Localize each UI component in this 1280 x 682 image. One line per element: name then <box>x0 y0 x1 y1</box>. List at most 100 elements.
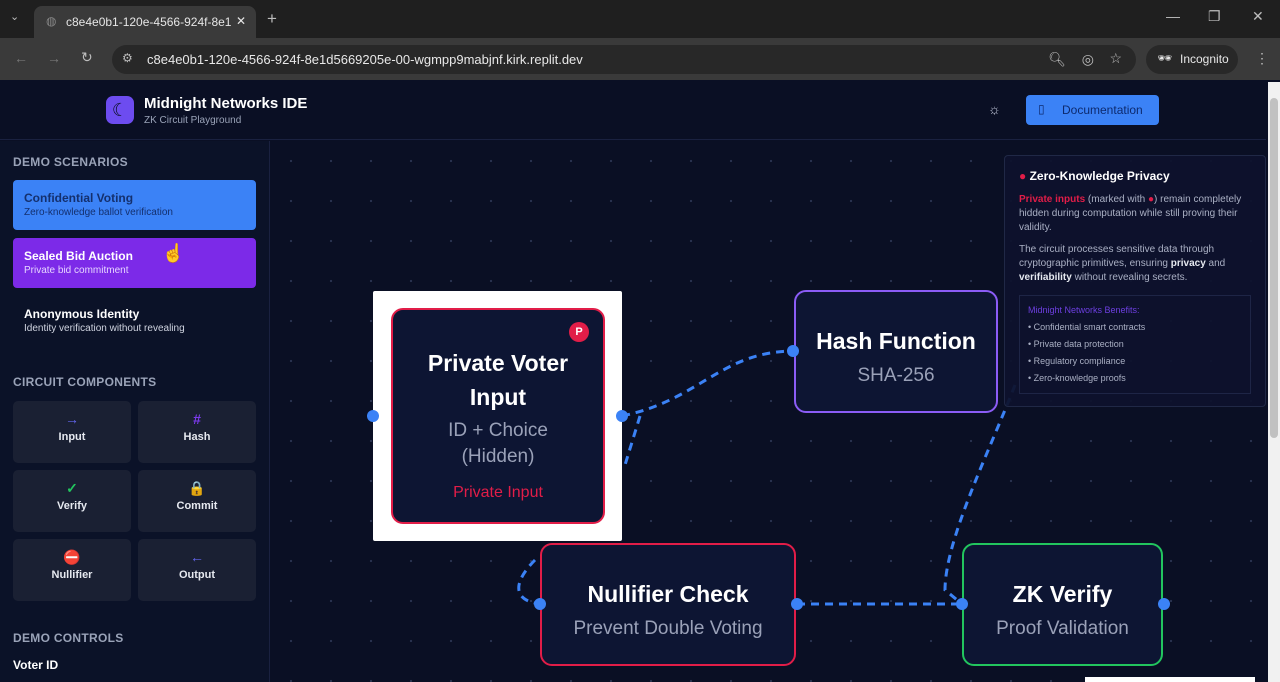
eye-off-icon[interactable]: ◎ <box>1081 51 1094 67</box>
scenario-title: Confidential Voting <box>24 191 134 205</box>
component-hash[interactable]: # Hash <box>138 401 256 463</box>
benefits-box: Midnight Networks Benefits: • Confidenti… <box>1019 294 1251 394</box>
scenario-desc: Zero-knowledge ballot verification <box>24 207 173 218</box>
benefit-item: • Confidential smart contracts <box>1028 321 1146 332</box>
page-scrollbar[interactable] <box>1268 82 1280 682</box>
info-text: ) remain completely hidden during comput… <box>1019 193 1242 233</box>
node-nullifier-check[interactable]: Nullifier Check Prevent Double Voting <box>540 543 796 666</box>
info-text: (marked with <box>1087 193 1146 205</box>
component-label: Verify <box>57 500 87 512</box>
incognito-icon: 🕶︎ <box>1157 51 1173 65</box>
node-subtitle: Prevent Double Voting <box>573 618 763 639</box>
bookmark-star-icon[interactable]: ☆ <box>1109 50 1122 66</box>
scenarios-heading: DEMO SCENARIOS <box>13 155 128 169</box>
info-title: Zero-Knowledge Privacy <box>1029 169 1170 183</box>
connection-input-hash <box>621 349 794 418</box>
components-heading: CIRCUIT COMPONENTS <box>13 375 157 389</box>
documentation-label: Documentation <box>1062 103 1143 117</box>
hash-icon: # <box>193 411 201 427</box>
benefit-item: • Private data protection <box>1028 338 1124 349</box>
private-dot-icon: ● <box>1147 193 1154 205</box>
zoom-icon[interactable]: 🔍︎ <box>1048 51 1066 67</box>
back-icon[interactable]: ← <box>14 50 28 66</box>
browser-tab[interactable]: ◍ c8e4e0b1-120e-4566-924f-8e1✕ <box>34 6 256 38</box>
check-icon: ✓ <box>66 480 78 496</box>
benefit-item: • Regulatory compliance <box>1028 355 1126 366</box>
url-text: c8e4e0b1-120e-4566-924f-8e1d5669205e-00-… <box>147 52 583 67</box>
browser-tab-bar: ⌄ ◍c8e4e0b1-120e-4566-924f-8e1✕ + — ❐ ✕ <box>0 0 1280 38</box>
node-title: Private Voter Input <box>427 350 569 410</box>
theme-toggle-sun-icon[interactable]: ☼ <box>988 101 1001 117</box>
close-window-icon[interactable]: ✕ <box>1252 8 1264 24</box>
zk-privacy-info-panel: ● Zero-Knowledge Privacy Private inputs … <box>1004 155 1266 407</box>
scenario-desc: Private bid commitment <box>24 265 129 276</box>
documentation-button[interactable]: ▯Documentation <box>1026 95 1159 125</box>
port-hash-left[interactable] <box>787 345 799 357</box>
globe-icon: ◍ <box>46 14 57 28</box>
app-subtitle: ZK Circuit Playground <box>144 115 242 126</box>
component-verify[interactable]: ✓ Verify <box>13 470 131 532</box>
node-subtitle: SHA-256 <box>857 365 935 386</box>
hand-cursor-icon: ☝ <box>162 243 185 263</box>
benefit-item: • Zero-knowledge proofs <box>1028 372 1126 383</box>
component-label: Commit <box>176 500 218 512</box>
tab-title: c8e4e0b1-120e-4566-924f-8e1 <box>66 15 232 29</box>
private-input-tag: Private Input <box>453 484 543 501</box>
component-commit[interactable]: 🔒 Commit <box>138 470 256 532</box>
port-input-left[interactable] <box>367 410 379 422</box>
info-text: The circuit processes sensitive data thr… <box>1019 243 1215 269</box>
component-label: Hash <box>183 431 211 443</box>
close-tab-icon[interactable]: ✕ <box>235 14 246 28</box>
info-text: and <box>1208 257 1226 269</box>
incognito-label: Incognito <box>1180 52 1229 66</box>
connection-hash-zk <box>943 384 1017 606</box>
controls-heading: DEMO CONTROLS <box>13 631 124 645</box>
scenario-title: Sealed Bid Auction <box>24 249 133 263</box>
tab-list-icon[interactable]: ⌄ <box>10 11 20 23</box>
reload-icon[interactable]: ↻ <box>81 49 93 65</box>
arrow-right-icon: → <box>65 411 79 427</box>
port-nullifier-left[interactable] <box>534 598 546 610</box>
port-zk-left[interactable] <box>956 598 968 610</box>
port-nullifier-right[interactable] <box>791 598 803 610</box>
port-zk-right[interactable] <box>1158 598 1170 610</box>
site-settings-icon[interactable]: ⚙ <box>122 51 133 65</box>
component-label: Output <box>178 569 216 581</box>
private-badge: P <box>569 322 589 342</box>
menu-icon[interactable]: ⋮ <box>1255 50 1269 66</box>
node-private-voter-input[interactable]: P Private Voter Input ID + Choice (Hidde… <box>391 308 605 524</box>
component-label: Input <box>58 431 86 443</box>
red-dot-icon: ● <box>1019 169 1027 183</box>
node-title: Hash Function <box>816 328 976 354</box>
info-emphasis: Private inputs <box>1019 193 1086 205</box>
node-subtitle: ID + Choice (Hidden) <box>448 420 548 467</box>
lock-icon: 🔒 <box>188 480 206 496</box>
url-field[interactable]: ⚙ c8e4e0b1-120e-4566-924f-8e1d5669205e-00… <box>112 45 1136 74</box>
node-hash-function[interactable]: Hash Function SHA-256 <box>794 290 998 413</box>
component-nullifier[interactable]: ⛔Nullifier <box>13 539 131 601</box>
port-input-right[interactable] <box>616 410 628 422</box>
node-zk-verify[interactable]: ZK Verify Proof Validation <box>962 543 1163 666</box>
new-tab-icon[interactable]: + <box>267 9 277 28</box>
scenario-desc: Identity verification without revealing <box>24 323 185 334</box>
restore-icon[interactable]: ❐ <box>1208 8 1221 24</box>
minimize-icon[interactable]: — <box>1166 8 1180 24</box>
component-input[interactable]: → Input <box>13 401 131 463</box>
node-title: ZK Verify <box>1012 581 1113 607</box>
node-subtitle: Proof Validation <box>996 618 1129 639</box>
component-output[interactable]: ←Output <box>138 539 256 601</box>
incognito-badge[interactable]: 🕶︎ Incognito <box>1146 45 1238 74</box>
scrollbar-thumb[interactable] <box>1270 98 1278 438</box>
forward-icon[interactable]: → <box>47 50 61 66</box>
component-label: Nullifier <box>51 569 93 581</box>
info-emphasis: privacy <box>1170 257 1206 269</box>
connection-nullifier-left <box>517 558 541 606</box>
bottom-panel-edge <box>1085 677 1255 682</box>
info-text: without revealing secrets. <box>1074 271 1188 283</box>
connection-input-nullifier <box>623 415 642 466</box>
